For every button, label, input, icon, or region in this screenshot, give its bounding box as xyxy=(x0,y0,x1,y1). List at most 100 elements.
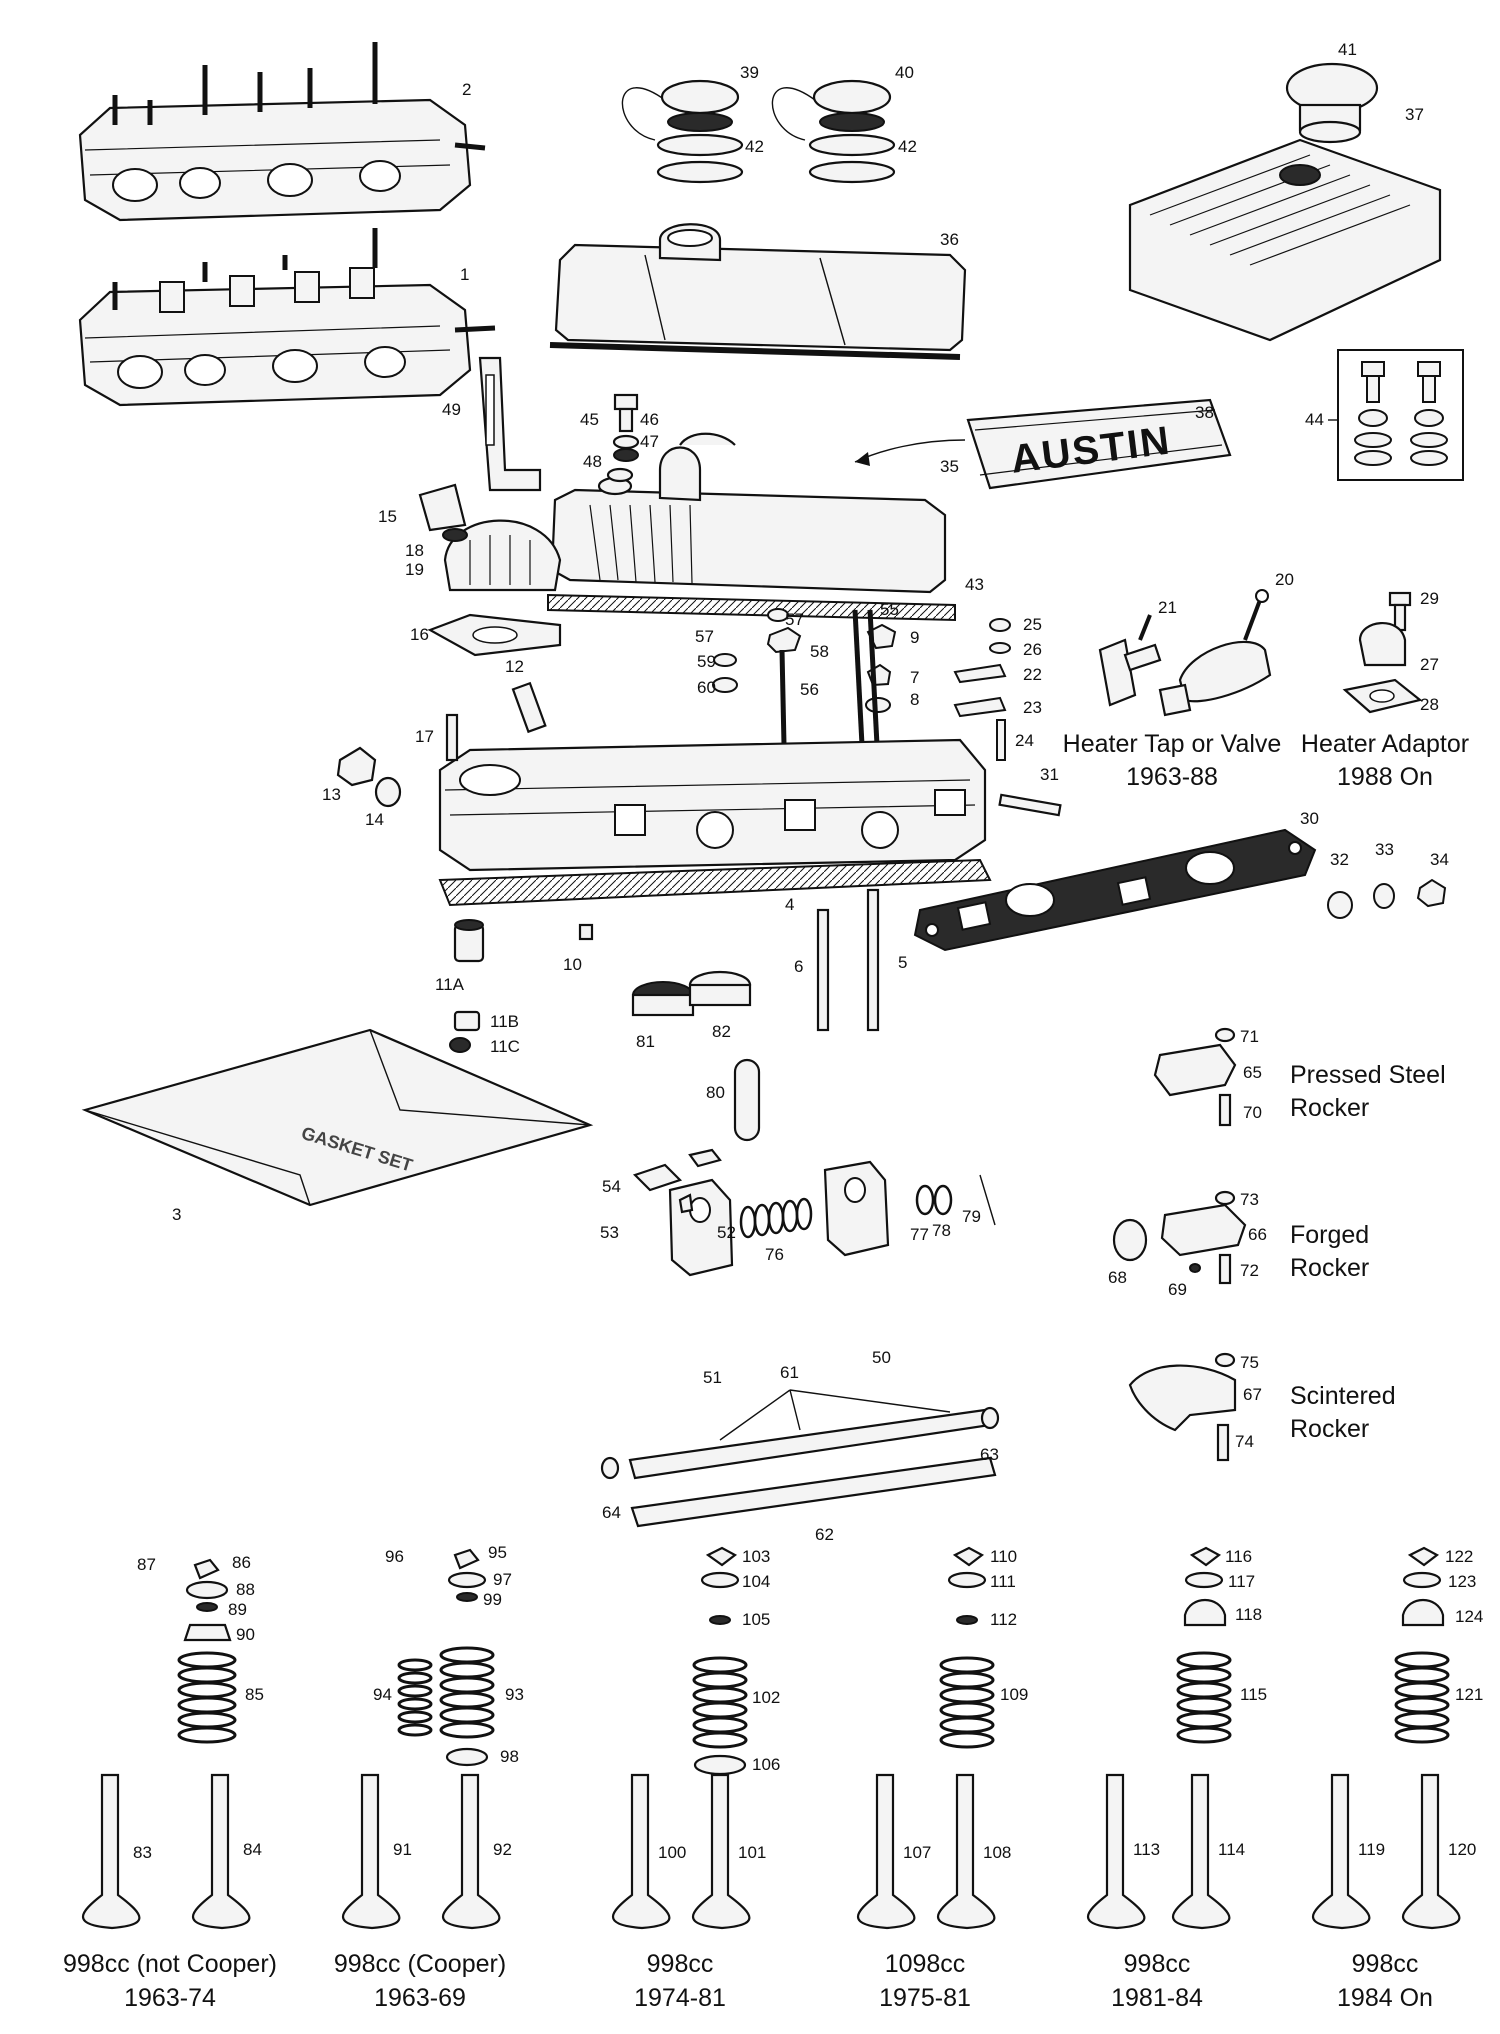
small-plugs-11 xyxy=(449,919,594,1053)
part-label: 71 xyxy=(1240,1027,1259,1046)
part-label: 122 xyxy=(1445,1547,1473,1566)
part-label: 36 xyxy=(940,230,959,249)
part-label: 2 xyxy=(462,80,471,99)
part-label: 45 xyxy=(580,410,599,429)
part-label: 121 xyxy=(1455,1685,1483,1704)
part-label: 115 xyxy=(1240,1685,1267,1704)
part-label: 46 xyxy=(640,410,659,429)
part-label: 116 xyxy=(1225,1547,1252,1566)
part-label: 68 xyxy=(1108,1268,1127,1287)
part-label: 66 xyxy=(1248,1225,1267,1244)
part-label: 118 xyxy=(1235,1605,1262,1624)
part-label: 89 xyxy=(228,1600,247,1619)
part-label: 84 xyxy=(243,1840,262,1859)
part-label: 69 xyxy=(1168,1280,1187,1299)
part-label: 11A xyxy=(435,975,465,994)
part-label: 43 xyxy=(965,575,984,594)
part-label: 25 xyxy=(1023,615,1042,634)
valve-group-2 xyxy=(341,1548,501,1930)
part-label: 28 xyxy=(1420,695,1439,714)
part-label: 92 xyxy=(493,1840,512,1859)
rocker-forged xyxy=(1112,1190,1247,1285)
valve-caption-3: 998cc xyxy=(647,1950,714,1978)
gasket-set-envelope-3: GASKET SET xyxy=(81,1028,594,1207)
part-label: 75 xyxy=(1240,1353,1259,1372)
fixings-kit-44 xyxy=(1328,349,1464,481)
part-label: 72 xyxy=(1240,1261,1259,1280)
part-label: 94 xyxy=(373,1685,392,1704)
part-number-labels: 2 1 39 40 42 42 41 37 36 38 44 49 45 46 … xyxy=(133,40,1483,1862)
part-label: 50 xyxy=(872,1348,891,1367)
part-label: 77 xyxy=(910,1225,929,1244)
part-label: 73 xyxy=(1240,1190,1259,1209)
part-label: 123 xyxy=(1448,1572,1476,1591)
part-label: 109 xyxy=(1000,1685,1028,1704)
pushrods-and-tappets xyxy=(631,888,880,1142)
heater-tap-caption: Heater Tap or Valve xyxy=(1063,730,1282,758)
valve-caption-4: 1098cc xyxy=(885,1950,966,1978)
forged-rocker-caption-2: Rocker xyxy=(1290,1254,1369,1282)
part-label: 41 xyxy=(1338,40,1357,59)
valve-group-3 xyxy=(611,1546,751,1930)
part-label: 104 xyxy=(742,1572,770,1591)
part-label: 70 xyxy=(1243,1103,1262,1122)
part-label: 52 xyxy=(717,1223,736,1242)
part-label: 114 xyxy=(1218,1840,1245,1859)
part-label: 53 xyxy=(600,1223,619,1242)
part-label: 38 xyxy=(1195,403,1214,422)
part-label: 95 xyxy=(488,1543,507,1562)
part-label: 112 xyxy=(990,1610,1017,1629)
part-label: 120 xyxy=(1448,1840,1476,1859)
valve-caption-5-years: 1981-84 xyxy=(1111,1984,1203,2012)
part-label: 101 xyxy=(738,1843,766,1862)
rocker-cover-35 xyxy=(550,432,947,594)
austin-badge-38: AUSTIN xyxy=(854,398,1232,490)
part-label: 6 xyxy=(794,957,803,976)
part-label: 32 xyxy=(1330,850,1349,869)
part-label: 39 xyxy=(740,63,759,82)
part-label: 57 xyxy=(695,627,714,646)
part-label: 119 xyxy=(1358,1840,1385,1859)
part-label: 4 xyxy=(785,895,794,914)
filler-cap-40 xyxy=(771,79,896,184)
part-label: 91 xyxy=(393,1840,412,1859)
bracket-49 xyxy=(478,356,542,492)
part-label: 49 xyxy=(442,400,461,419)
valve-caption-5: 998cc xyxy=(1124,1950,1191,1978)
part-label: 54 xyxy=(602,1177,621,1196)
part-label: 11C xyxy=(490,1037,520,1056)
part-label: 62 xyxy=(815,1525,834,1544)
part-label: 80 xyxy=(706,1083,725,1102)
part-label: 16 xyxy=(410,625,429,644)
part-label: 55 xyxy=(880,600,899,619)
scintered-rocker-caption: Scintered xyxy=(1290,1382,1396,1410)
rocker-shaft-posts xyxy=(632,1148,996,1277)
part-label: 78 xyxy=(932,1221,951,1240)
part-label: 98 xyxy=(500,1747,519,1766)
heater-valve-20 xyxy=(1158,589,1272,717)
part-label: 56 xyxy=(800,680,819,699)
part-label: 40 xyxy=(895,63,914,82)
part-label: 96 xyxy=(385,1547,404,1566)
part-label: 27 xyxy=(1420,655,1439,674)
part-label: 23 xyxy=(1023,698,1042,717)
part-label: 33 xyxy=(1375,840,1394,859)
rocker-cover-36 xyxy=(549,223,967,360)
part-label: 105 xyxy=(742,1610,770,1629)
part-label: 29 xyxy=(1420,589,1439,608)
valve-caption-2: 998cc (Cooper) xyxy=(334,1950,506,1978)
forged-rocker-caption: Forged xyxy=(1290,1221,1369,1249)
part-label: 60 xyxy=(697,678,716,697)
part-label: 111 xyxy=(990,1572,1016,1591)
valve-caption-6: 998cc xyxy=(1352,1950,1419,1978)
part-label: 113 xyxy=(1133,1840,1160,1859)
part-label: 99 xyxy=(483,1590,502,1609)
part-label: 8 xyxy=(910,690,919,709)
part-label: 31 xyxy=(1040,765,1059,784)
part-label: 64 xyxy=(602,1503,621,1522)
part-label: 51 xyxy=(703,1368,722,1387)
pressed-rocker-caption-2: Rocker xyxy=(1290,1094,1369,1122)
part-label: 82 xyxy=(712,1022,731,1041)
